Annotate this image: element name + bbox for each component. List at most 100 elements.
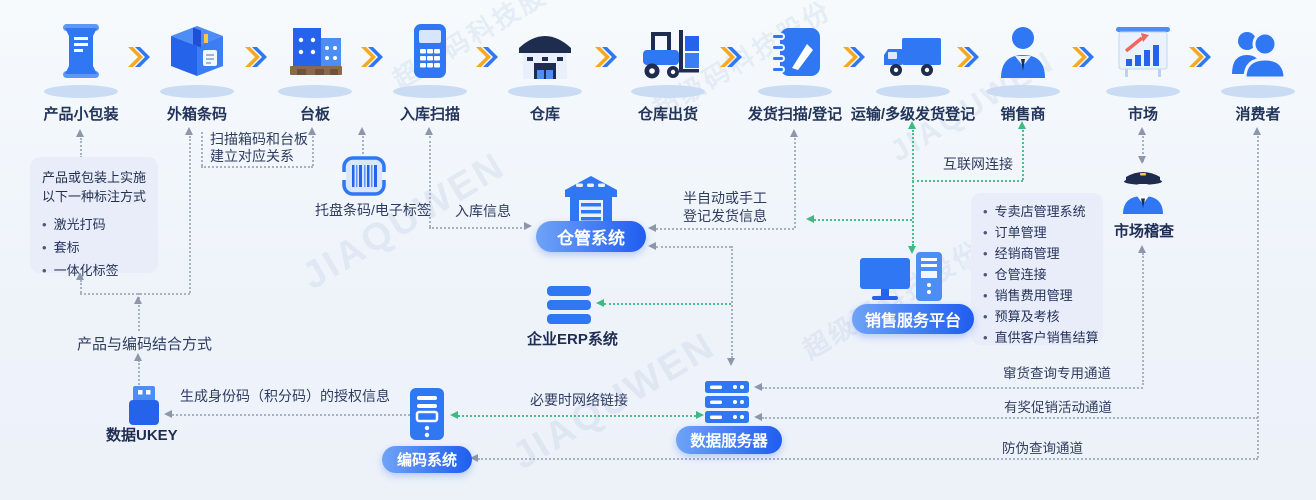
seller-icon <box>1001 27 1045 78</box>
arrowhead-up <box>790 129 798 137</box>
flow-chevron-icon <box>595 47 617 67</box>
icon-shadow <box>508 85 582 98</box>
connector-line-green <box>604 303 731 305</box>
flow-chevron-icon <box>843 47 865 67</box>
connector-line <box>1142 253 1144 385</box>
coding-system-tower-icon <box>410 388 444 440</box>
stage-label-inbound-scan: 入库扫描 <box>399 106 461 123</box>
arrowhead-up <box>1253 127 1261 135</box>
stage-label-warehouse: 仓库 <box>529 106 561 123</box>
icon-shadow <box>1106 85 1180 98</box>
icon-shadow <box>44 85 118 98</box>
carton-barcode-icon <box>171 26 223 76</box>
stage-label-transport-registration: 运输/多级发货登记 <box>850 106 976 123</box>
arrowhead-left <box>648 224 656 232</box>
connector-line <box>138 293 140 331</box>
data-server-icon <box>705 381 749 423</box>
icon-shadow <box>160 85 234 98</box>
network-link-label: 必要时网络链接 <box>530 392 628 408</box>
flow-chevron-icon <box>957 47 979 67</box>
stage-label-seller: 销售商 <box>1000 106 1046 123</box>
flow-chevron-icon <box>128 47 150 67</box>
arrowhead-left <box>754 413 762 421</box>
stage-label-product-packaging: 产品小包装 <box>43 106 119 123</box>
inbound-info-label: 入库信息 <box>455 203 511 219</box>
list-item: 订单管理 <box>983 222 1099 243</box>
list-item: 激光打码 <box>42 213 148 236</box>
arrowhead-down <box>908 246 916 254</box>
flow-chevron-icon <box>476 47 498 67</box>
code-combination-label: 产品与编码结合方式 <box>77 336 213 353</box>
connector-line <box>189 136 191 293</box>
auth-info-label: 生成身份码（积分码）的授权信息 <box>180 388 390 404</box>
connector-line <box>312 136 314 166</box>
icon-shadow <box>393 85 467 98</box>
consumer-icon <box>1232 31 1286 80</box>
flow-chevron-icon <box>245 47 267 67</box>
stage-label-pallet: 台板 <box>299 106 331 123</box>
connector-line-green <box>1022 130 1024 180</box>
platform-features-list: 专卖店管理系统 订单管理 经销商管理 仓管连接 销售费用管理 预算及考核 直供客… <box>983 201 1099 348</box>
icon-shadow <box>631 85 705 98</box>
icon-shadow <box>758 85 832 98</box>
icon-shadow <box>278 85 352 98</box>
marking-panel-title-line2: 以下一种标注方式 <box>42 189 147 204</box>
warehouse-icon <box>519 32 571 79</box>
pallet-barcode-label: 托盘条码/电子标签 <box>315 202 431 218</box>
list-item: 直供客户销售结算 <box>983 327 1099 348</box>
scanner-icon <box>414 24 446 78</box>
market-inspection-label: 市场稽查 <box>1114 223 1175 240</box>
connector-line <box>762 387 1143 389</box>
connector-line-green <box>458 415 696 417</box>
marking-methods-panel: 产品或包装上实施 以下一种标注方式 激光打码 套标 一体化标签 <box>30 157 158 278</box>
arrowhead-left <box>806 215 814 223</box>
connector-line <box>656 228 794 230</box>
wms-system-pill: 仓管系统 <box>536 221 646 252</box>
icon-shadow <box>1221 85 1295 98</box>
arrowhead-up <box>425 127 433 135</box>
watermark-text: JIAQUWEN <box>295 144 514 298</box>
register-book-icon <box>771 28 820 76</box>
list-item: 仓管连接 <box>983 264 1099 285</box>
flow-chevron-icon <box>1072 47 1094 67</box>
coding-system-pill: 编码系统 <box>382 446 472 473</box>
arrowhead-left <box>754 383 762 391</box>
connector-line <box>80 293 190 295</box>
arrowhead-down <box>1138 156 1146 164</box>
panel-tail <box>960 256 972 272</box>
data-server-pill: 数据服务器 <box>676 426 782 454</box>
connector-line <box>1142 136 1144 162</box>
scan-box-pallet-note: 扫描箱码和台板 建立对应关系 <box>210 131 308 164</box>
erp-stack-icon <box>547 286 591 324</box>
connector-line <box>362 136 364 154</box>
stage-label-market: 市场 <box>1127 106 1159 123</box>
list-item: 销售费用管理 <box>983 285 1099 306</box>
platform-features-panel: 专卖店管理系统 订单管理 经销商管理 仓管连接 销售费用管理 预算及考核 直供客… <box>971 193 1103 345</box>
connector-line <box>429 227 526 229</box>
icon-shadow <box>876 85 950 98</box>
arrowhead-left <box>596 299 604 307</box>
channel-1-label: 窜货查询专用通道 <box>1003 366 1111 381</box>
forklift-icon <box>643 30 699 79</box>
arrowhead-up <box>1138 245 1146 253</box>
market-inspector-icon <box>1123 172 1163 214</box>
wms-garage-icon <box>565 176 617 222</box>
connector-line <box>478 458 1258 460</box>
arrowhead-up <box>76 129 84 137</box>
ukey-icon <box>129 386 159 425</box>
sales-platform-pill: 销售服务平台 <box>852 304 974 334</box>
connector-line <box>429 136 431 227</box>
arrowhead-up <box>1138 127 1146 135</box>
arrowhead-right <box>696 411 704 419</box>
marking-panel-title-line1: 产品或包装上实施 <box>42 170 147 185</box>
connector-line <box>656 246 731 248</box>
connector-line <box>138 360 140 388</box>
arrowhead-up <box>908 121 916 129</box>
list-item: 预算及考核 <box>983 306 1099 327</box>
stage-label-shipping-scan: 发货扫描/登记 <box>747 106 843 123</box>
stage-label-carton-barcode: 外箱条码 <box>166 106 228 123</box>
connector-line-green <box>912 130 914 246</box>
truck-icon <box>884 38 941 76</box>
connector-line <box>731 246 733 358</box>
sales-platform-computer-icon <box>860 252 942 301</box>
